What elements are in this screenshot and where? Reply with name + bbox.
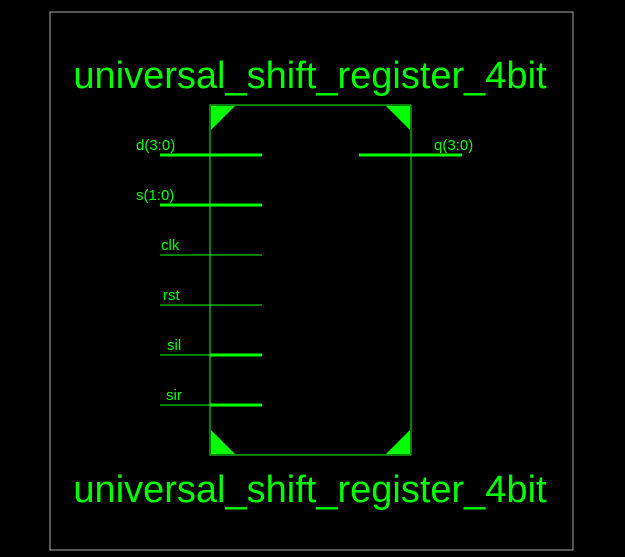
pin-label-q-3-0: q(3:0)	[434, 137, 473, 154]
pin-label-s-1-0: s(1:0)	[136, 187, 174, 204]
pin-label-rst: rst	[163, 287, 180, 304]
sheet-frame	[49, 11, 574, 551]
corner-marker-top-left	[211, 106, 235, 130]
title-top: universal_shift_register_4bit	[73, 55, 547, 97]
corner-marker-bottom-left	[211, 430, 235, 454]
pin-label-d-3-0: d(3:0)	[136, 137, 175, 154]
title-bottom: universal_shift_register_4bit	[73, 469, 547, 511]
corner-marker-bottom-right	[386, 430, 410, 454]
pin-label-sir: sir	[166, 387, 182, 404]
symbol-body	[209, 104, 412, 456]
pin-group: d(3:0) s(1:0) clk rst sil sir q(3:0)	[136, 137, 473, 407]
pin-label-sil: sil	[167, 337, 181, 354]
corner-marker-top-right	[386, 106, 410, 130]
pin-label-clk: clk	[161, 237, 180, 254]
